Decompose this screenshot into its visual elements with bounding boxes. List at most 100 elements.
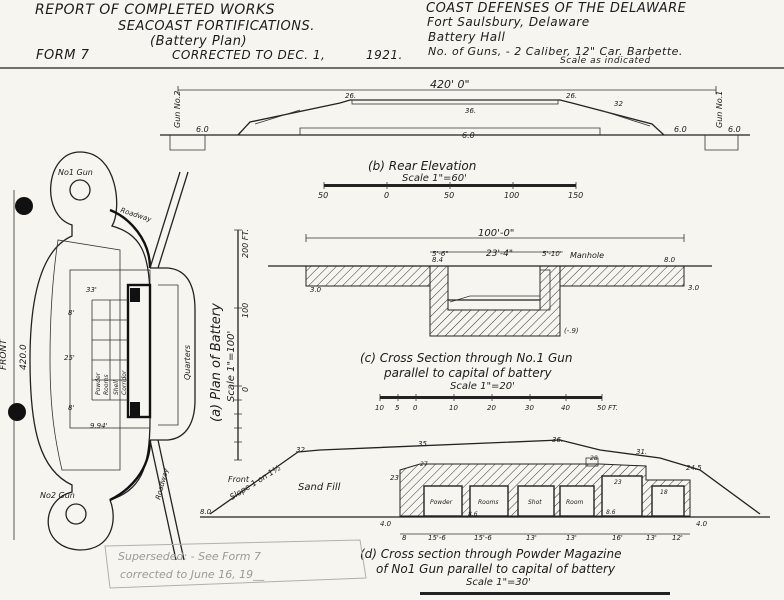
d-elev-40a: 4.0	[380, 520, 392, 528]
corrected-date: CORRECTED TO DEC. 1,	[172, 48, 325, 62]
plan-quarters: Quarters	[183, 345, 192, 380]
plan-vscale-200: 200 FT.	[241, 229, 250, 258]
d-dim-5: 16'	[612, 534, 623, 542]
plan-dim-8b: 8'	[68, 404, 74, 412]
plan-caption: (a) Plan of Battery	[209, 303, 224, 422]
d-room-1: Rooms	[478, 499, 498, 506]
c-bar-1: 5	[395, 404, 400, 412]
d-elev-35: 35.	[418, 440, 429, 448]
rear-gun-left: Gun No.2	[173, 91, 182, 128]
plan-scale: Scale 1"=100'	[226, 331, 237, 402]
d-elev-23b: 23	[614, 479, 622, 486]
c-scale: Scale 1"=20'	[450, 381, 515, 392]
plan-gun1: No1 Gun	[58, 168, 93, 177]
c-bar-4: 20	[487, 404, 496, 412]
d-elev-86b: 8.6	[606, 509, 616, 516]
plan-dim-994: 9.94'	[90, 422, 108, 430]
rear-elev-32: 32	[614, 100, 623, 108]
superseded-stamp: Superseded: - See Form 7 corrected to Ju…	[104, 539, 367, 589]
d-elev-36: 36.	[552, 436, 563, 444]
d-elev-31: 31.	[636, 448, 647, 456]
rear-bar-0: 50	[318, 191, 328, 200]
c-caption2: parallel to capital of battery	[383, 366, 553, 380]
d-dim-7: 12'	[672, 534, 683, 542]
d-scale: Scale 1"=30'	[466, 577, 531, 588]
d-room-2: Shot	[528, 499, 542, 506]
d-elev-245: 24.5	[686, 464, 702, 472]
c-dim-mid: 23'-4"	[486, 249, 513, 259]
rear-bar-3: 100	[504, 191, 519, 200]
stamp-line2: corrected to June 16, 19__	[120, 568, 265, 581]
d-room-0: Powder	[430, 499, 453, 506]
c-bar-2: 0	[413, 404, 418, 412]
plan-vscale-100: 100	[241, 303, 250, 318]
rear-elev-d: 6.0	[728, 125, 741, 134]
plan-front-label: FRONT	[0, 338, 9, 370]
plan-gun2: No2 Gun	[40, 491, 75, 500]
d-elev-27: 27	[420, 461, 428, 468]
d-elev-18: 18	[660, 489, 668, 496]
plan-vscale-0: 0	[241, 387, 250, 392]
d-dim-4: 13'	[566, 534, 577, 542]
d-dims: 8 15'-6 15'-6 13' 13' 16' 13' 12'	[402, 534, 683, 542]
c-bar-3: 10	[449, 404, 458, 412]
c-bar-0: 10	[375, 404, 384, 412]
c-elev-30b: 3.0	[688, 284, 700, 292]
c-dim-r: 5'-10"	[542, 250, 563, 258]
rear-bar-1: 0	[384, 191, 389, 200]
c-elev-80: 8.0	[664, 256, 676, 264]
plan-dim-33: 33'	[86, 286, 97, 294]
location-line4: No. of Guns, - 2 Caliber, 12" Car. Barbe…	[428, 45, 683, 58]
battery-plan: FRONT 420.0 No1 Gun No2 Gun Powder Rooms…	[0, 151, 250, 561]
d-room-3: Room	[566, 499, 584, 506]
rear-bar-4: 150	[568, 191, 583, 200]
title-block: REPORT OF COMPLETED WORKS SEACOAST FORTI…	[0, 1, 784, 69]
d-dim-6: 13'	[646, 534, 657, 542]
d-elev-28: 28	[590, 455, 598, 462]
d-dim-1: 15'-6	[428, 534, 446, 542]
plan-roadway-top: Roadway	[119, 206, 153, 224]
c-bar-6: 40	[561, 404, 570, 412]
rear-gun-right: Gun No.1	[715, 91, 724, 128]
binder-hole-top	[15, 197, 33, 215]
d-dim-3: 13'	[526, 534, 537, 542]
rear-dim-top: 420' 0"	[430, 78, 470, 91]
d-elev-86a: 8.6	[468, 511, 478, 518]
plan-shell: Shell	[113, 380, 120, 395]
c-scale-labels: 10 5 0 10 20 30 40 50 FT.	[375, 404, 618, 412]
d-dim-2: 15'-6	[474, 534, 492, 542]
gun1-emplacement	[69, 179, 91, 201]
c-dim-l: 5'-6"	[432, 250, 449, 258]
rear-elev-b: 6.0	[462, 131, 475, 140]
rear-elev-c: 6.0	[674, 125, 687, 134]
rear-scale-labels: 50 0 50 100 150	[318, 191, 583, 200]
cross-section-d: Front Slope 1 on 1½ Sand Fill 32. 35. 36…	[200, 436, 770, 595]
rear-elev-26b: 26.	[566, 92, 577, 100]
c-bar-7: 50 FT.	[597, 404, 618, 412]
c-manhole: Manhole	[570, 251, 604, 260]
form-number: FORM 7	[36, 48, 90, 63]
d-caption1: (d) Cross section through Powder Magazin…	[360, 547, 621, 561]
rear-scale: Scale 1"=60'	[402, 173, 467, 184]
c-caption1: (c) Cross Section through No.1 Gun	[360, 351, 572, 365]
binder-hole-bottom	[8, 403, 26, 421]
stamp-line1: Superseded: - See Form 7	[118, 550, 261, 563]
plan-rooms: Rooms	[103, 375, 110, 395]
location-line3: Battery Hall	[428, 30, 505, 44]
rear-elev-36: 36.	[465, 107, 476, 115]
c-elev-30a: 3.0	[310, 286, 322, 294]
plan-dim-8a: 8'	[68, 309, 74, 317]
plan-front-dim: 420.0	[19, 344, 29, 370]
corrected-year: 1921.	[366, 48, 403, 62]
cross-section-c: 100'-0" 23'-4" 5'-6" 5'-10" Manhole 8.4 …	[268, 228, 712, 412]
d-elev-80: 8.0	[200, 508, 212, 516]
rear-bar-2: 50	[444, 191, 454, 200]
c-elev-m9: (-.9)	[564, 327, 579, 335]
d-dim-0: 8	[402, 534, 407, 542]
d-elev-40b: 4.0	[696, 520, 708, 528]
gun2-emplacement	[65, 503, 87, 525]
rear-elev-26a: 26.	[345, 92, 356, 100]
title-line2: SEACOAST FORTIFICATIONS.	[118, 19, 315, 34]
